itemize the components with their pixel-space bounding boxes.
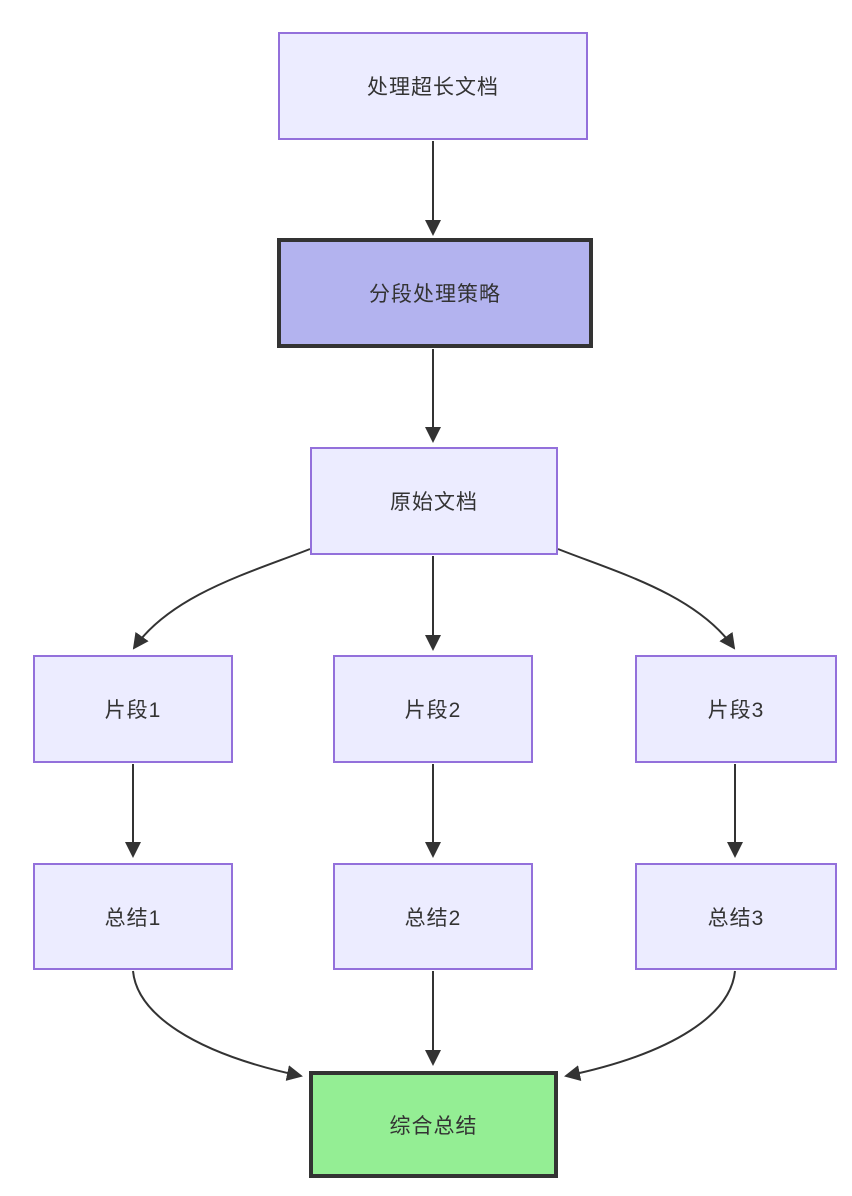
node-strategy: 分段处理策略 — [277, 238, 593, 348]
node-summary3: 总结3 — [635, 863, 837, 970]
node-summary2: 总结2 — [333, 863, 533, 970]
node-process-doc-label: 处理超长文档 — [367, 76, 499, 99]
node-process-doc: 处理超长文档 — [278, 32, 588, 140]
node-fragment2: 片段2 — [333, 655, 533, 763]
node-fragment2-label: 片段2 — [404, 699, 462, 722]
node-original-doc-label: 原始文档 — [390, 491, 478, 514]
node-original-doc: 原始文档 — [310, 447, 558, 555]
node-summary3-label: 总结3 — [707, 906, 765, 930]
edge-summary1-to-final — [132, 970, 303, 1081]
edge-original-to-fragment1 — [132, 548, 311, 650]
node-fragment3: 片段3 — [635, 655, 837, 763]
edge-original-to-fragment3 — [557, 548, 736, 650]
node-strategy-label: 分段处理策略 — [369, 283, 501, 306]
node-summary1: 总结1 — [33, 863, 233, 970]
node-fragment1: 片段1 — [33, 655, 233, 763]
node-fragment1-label: 片段1 — [104, 699, 162, 722]
edge-summary3-to-final — [564, 970, 736, 1081]
node-summary1-label: 总结1 — [104, 906, 162, 930]
node-fragment3-label: 片段3 — [707, 699, 765, 722]
node-final-summary: 综合总结 — [309, 1071, 558, 1178]
node-summary2-label: 总结2 — [404, 906, 462, 930]
node-final-summary-label: 综合总结 — [389, 1114, 478, 1138]
